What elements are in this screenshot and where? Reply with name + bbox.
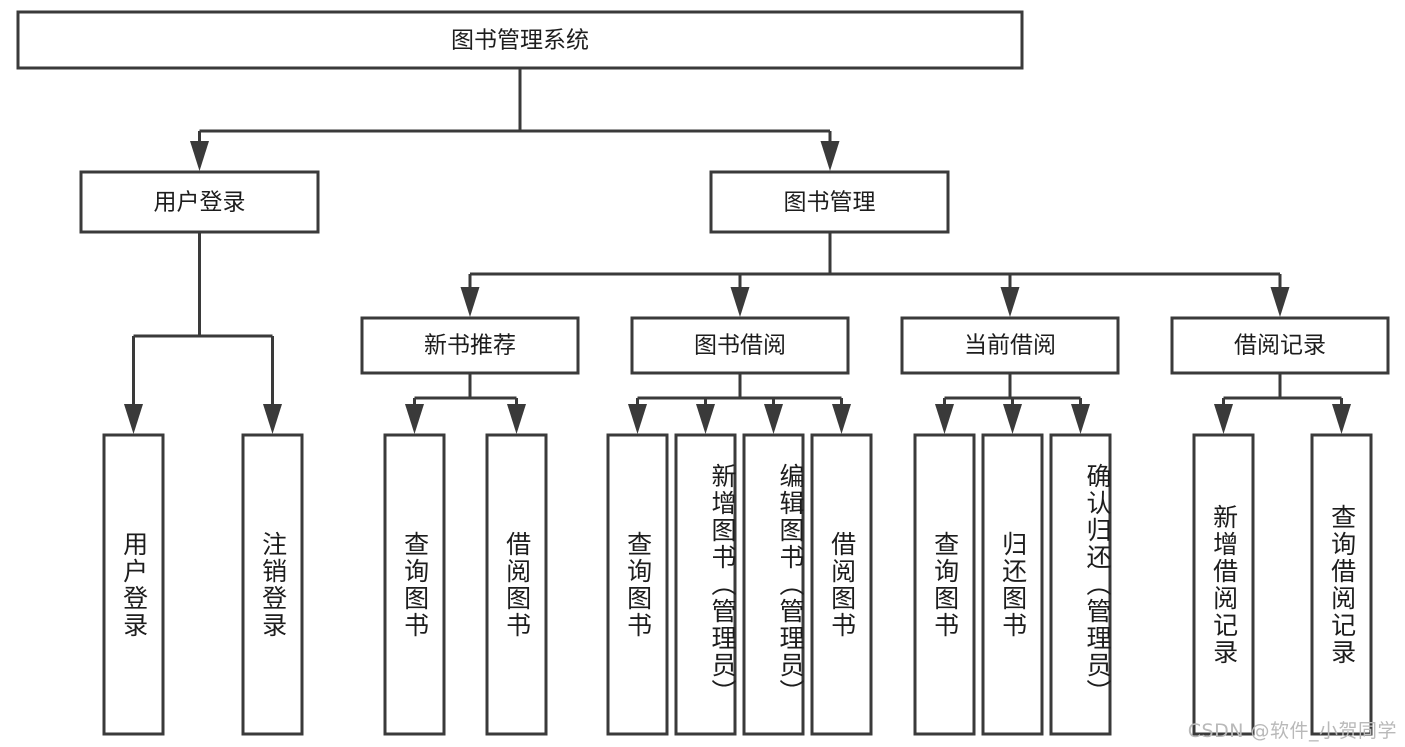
node-root[interactable]: 图书管理系统 — [16, 10, 1024, 70]
node-user-login[interactable]: 用户登录 — [79, 170, 320, 234]
arrow-head-leaf-borrow-book — [832, 404, 851, 434]
node-leaf-edit-book-admin-box[interactable] — [742, 433, 805, 736]
node-leaf-add-book-admin-box[interactable] — [674, 433, 737, 736]
node-current-borrow-label: 当前借阅 — [964, 333, 1056, 359]
connector-group-root-to-level2 — [190, 68, 840, 171]
node-book-manage[interactable]: 图书管理 — [709, 170, 950, 234]
arrow-head-book-manage — [820, 141, 840, 171]
node-book-manage-box[interactable] — [709, 170, 950, 234]
node-new-book-recommend-box[interactable] — [360, 316, 580, 375]
connector-group-book-manage-to-level3 — [460, 232, 1290, 317]
node-borrow-record-box[interactable] — [1170, 316, 1390, 375]
node-book-borrow-box[interactable] — [630, 316, 850, 375]
arrow-head-leaf-query-book-current — [935, 404, 954, 434]
connector-group-book-borrow-leaves — [628, 373, 851, 434]
node-leaf-add-borrow-record-box[interactable] — [1192, 433, 1255, 736]
node-current-borrow-box[interactable] — [900, 316, 1120, 375]
node-current-borrow[interactable]: 当前借阅 — [900, 316, 1120, 375]
arrow-head-leaf-confirm-return-admin — [1071, 404, 1090, 434]
arrow-head-new-book-recommend — [460, 287, 480, 317]
arrow-head-leaf-query-borrow-record — [1332, 404, 1351, 434]
node-leaf-query-borrow-record-box[interactable] — [1310, 433, 1373, 736]
arrow-head-leaf-borrow-book-recommend — [507, 404, 526, 434]
node-user-login-label: 用户登录 — [154, 190, 246, 216]
node-book-manage-label: 图书管理 — [784, 190, 876, 216]
node-leaf-return-book-box[interactable] — [981, 433, 1044, 736]
node-borrow-record[interactable]: 借阅记录 — [1170, 316, 1390, 375]
connector-group-new-book-recommend-leaves — [405, 373, 526, 434]
node-borrow-record-label: 借阅记录 — [1234, 333, 1326, 359]
node-leaf-logout-box[interactable] — [241, 433, 304, 736]
arrow-head-leaf-return-book — [1003, 404, 1022, 434]
connector-group-user-login-leaves — [124, 232, 282, 434]
arrow-head-leaf-query-book-borrow — [628, 404, 647, 434]
arrow-head-leaf-user-login — [124, 404, 143, 434]
node-root-box[interactable] — [16, 10, 1024, 70]
arrow-head-leaf-add-book-admin — [696, 404, 715, 434]
arrow-head-current-borrow — [1000, 287, 1020, 317]
node-leaf-borrow-book-box[interactable] — [810, 433, 873, 736]
arrow-head-borrow-record — [1270, 287, 1290, 317]
node-book-borrow-label: 图书借阅 — [694, 333, 786, 359]
arrow-head-user-login — [190, 141, 209, 171]
node-new-book-recommend[interactable]: 新书推荐 — [360, 316, 580, 375]
node-leaf-confirm-return-admin-box[interactable] — [1049, 433, 1112, 736]
node-leaf-user-login-box[interactable] — [102, 433, 165, 736]
node-user-login-box[interactable] — [79, 170, 320, 234]
arrow-head-leaf-logout — [263, 404, 282, 434]
connector-group-borrow-record-leaves — [1214, 373, 1351, 434]
arrow-head-leaf-query-book-recommend — [405, 404, 424, 434]
node-root-label: 图书管理系统 — [451, 28, 589, 54]
node-leaf-borrow-book-recommend-box[interactable] — [485, 433, 548, 736]
arrow-head-book-borrow — [730, 287, 750, 317]
node-new-book-recommend-label: 新书推荐 — [424, 333, 516, 359]
node-book-borrow[interactable]: 图书借阅 — [630, 316, 850, 375]
node-leaf-query-book-recommend-box[interactable] — [383, 433, 446, 736]
connector-group-current-borrow-leaves — [935, 373, 1090, 434]
arrow-head-leaf-edit-book-admin — [764, 404, 783, 434]
watermark-text: CSDN @软件_小贺同学 — [1187, 720, 1397, 742]
node-leaf-query-book-borrow-box[interactable] — [606, 433, 669, 736]
node-leaf-query-book-current-box[interactable] — [913, 433, 976, 736]
arrow-head-leaf-add-borrow-record — [1214, 404, 1233, 434]
